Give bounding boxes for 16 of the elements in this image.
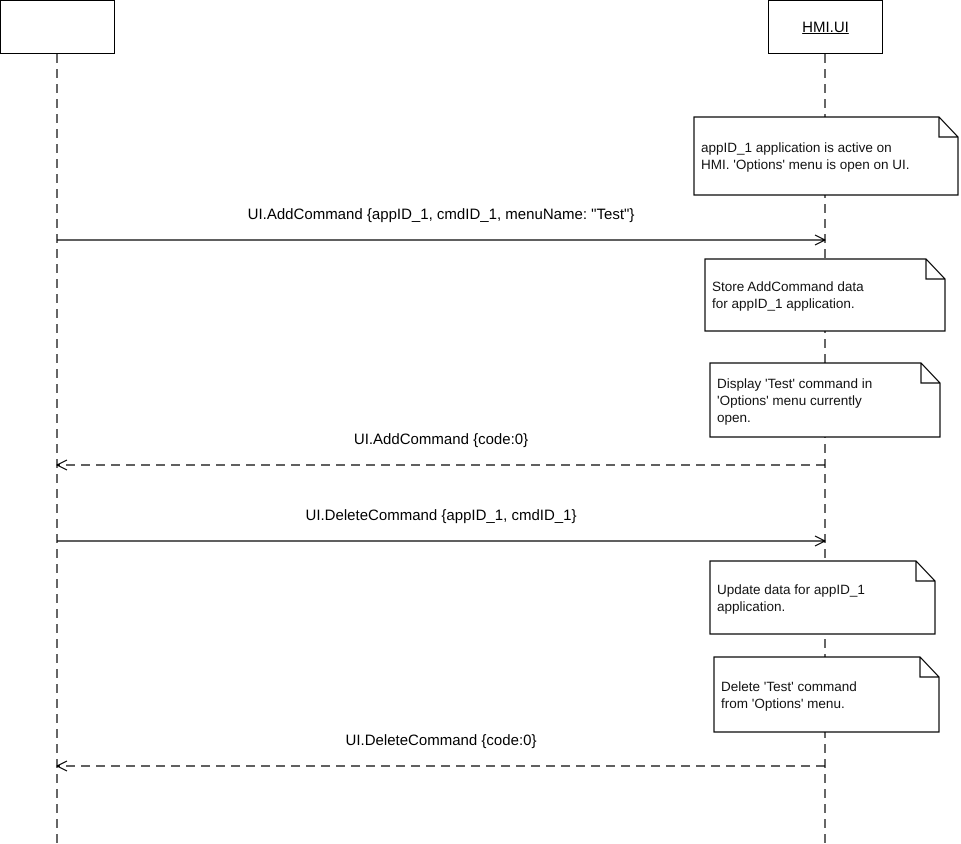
note-box [713,656,940,733]
participant-name: HMI.UI [802,18,849,36]
note-box [693,116,959,196]
note-text: Delete 'Test' command from 'Options' menu. [721,678,858,713]
note-box [709,362,941,438]
note-text: appID_1 application is active on HMI. 'Options' menu is open on UI. [701,139,910,174]
note-text: Update data for appID_1 application. [717,580,866,616]
message-arrow [57,535,826,547]
participant-lifeline [0,0,115,844]
message-arrow [56,760,825,772]
note-text: Display 'Test' command in 'Options' menu currently open. [717,374,874,427]
note-box [704,258,946,332]
message-arrow [56,459,825,471]
note-text: Store AddCommand data for appID_1 application. [712,278,865,313]
message-arrow [57,234,826,246]
note-box [709,560,936,635]
